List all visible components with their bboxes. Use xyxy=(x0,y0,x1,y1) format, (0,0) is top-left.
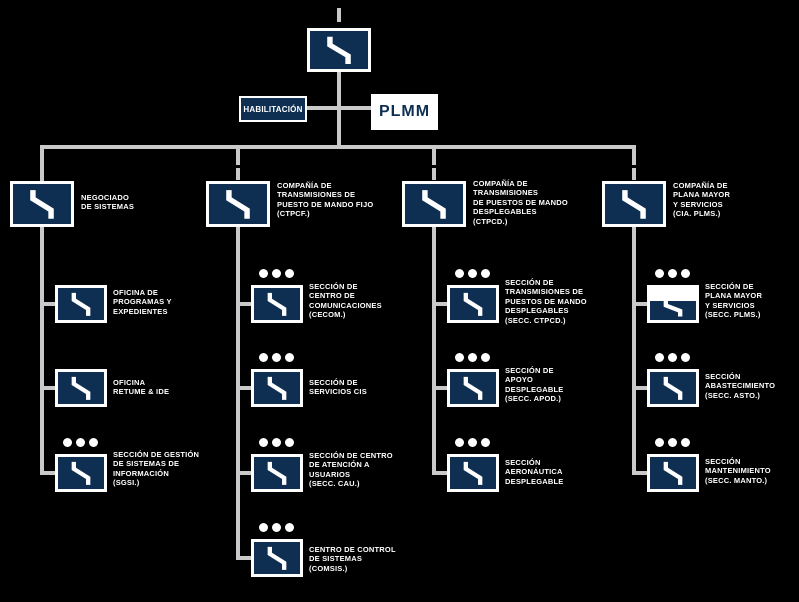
section-dots-icon xyxy=(455,269,490,278)
signal-flash-icon xyxy=(663,300,683,317)
plmm-label: PLMM xyxy=(378,103,431,120)
spine-col2 xyxy=(236,225,240,560)
org-node-secc-manto xyxy=(647,454,699,492)
stub xyxy=(42,471,55,475)
signal-flash-icon xyxy=(463,376,483,400)
stub xyxy=(238,556,251,560)
section-dots-icon xyxy=(655,269,690,278)
child-label: SECCIÓN DE GESTIÓN DE SISTEMAS DE INFORM… xyxy=(113,450,200,488)
spine-col4 xyxy=(632,225,636,475)
child-label: SECCIÓN DE PLANA MAYOR Y SERVICIOS (SECC… xyxy=(705,282,763,320)
child-label: SECCIÓN ABASTECIMIENTO (SECC. ASTO.) xyxy=(705,372,776,400)
org-node-secc-ctpcd xyxy=(447,285,499,323)
org-node-oficina-programas xyxy=(55,285,107,323)
signal-flash-icon xyxy=(71,376,91,400)
section-dots-icon xyxy=(259,438,294,447)
org-node-secc-apod xyxy=(447,369,499,407)
signal-flash-icon xyxy=(463,292,483,316)
section-dots-icon xyxy=(259,523,294,532)
head-label-cia-plms: COMPAÑÍA DE PLANA MAYOR Y SERVICIOS (CIA… xyxy=(673,181,731,219)
org-node-ctpcf xyxy=(206,181,270,227)
signal-flash-icon xyxy=(226,190,250,219)
child-label: SECCIÓN AERONÁUTICA DESPLEGABLE xyxy=(505,458,564,486)
org-node-sgsi xyxy=(55,454,107,492)
section-dots-icon xyxy=(455,438,490,447)
signal-flash-icon xyxy=(71,461,91,485)
connector-drop-col2 xyxy=(236,149,240,165)
org-node-cecom xyxy=(251,285,303,323)
child-label: SECCIÓN MANTENIMIENTO (SECC. MANTO.) xyxy=(705,457,771,485)
head-label-ctpcf: COMPAÑÍA DE TRANSMISIONES DE PUESTO DE M… xyxy=(277,181,374,219)
stub xyxy=(434,471,447,475)
head-label-negociado: NEGOCIADO DE SISTEMAS xyxy=(81,193,135,212)
org-node-cau xyxy=(251,454,303,492)
head-label-ctpcd: COMPAÑÍA DE TRANSMISIONES DE PUESTOS DE … xyxy=(473,179,568,226)
signal-flash-icon xyxy=(422,190,446,219)
connector-main-horizontal xyxy=(40,145,636,149)
org-node-negociado-sistemas xyxy=(10,181,74,227)
signal-flash-icon xyxy=(267,376,287,400)
signal-flash-icon xyxy=(622,190,646,219)
company-size-indicator-icon xyxy=(432,168,436,180)
child-label: SECCIÓN DE TRANSMISIONES DE PUESTOS DE M… xyxy=(505,278,587,325)
org-node-servicios-cis xyxy=(251,369,303,407)
org-node-aeronautica xyxy=(447,454,499,492)
stub xyxy=(634,471,647,475)
child-label: OFICINA RETUME & IDE xyxy=(113,378,170,397)
child-label: SECCIÓN DE SERVICIOS CIS xyxy=(309,378,367,397)
habilitacion-label: HABILITACIÓN xyxy=(243,104,303,114)
section-dots-icon xyxy=(455,353,490,362)
stub xyxy=(238,471,251,475)
connector-hab-plmm xyxy=(305,106,373,110)
section-dots-icon xyxy=(655,353,690,362)
signal-flash-icon xyxy=(463,461,483,485)
org-node-secc-plms xyxy=(647,285,699,323)
section-dots-icon xyxy=(655,438,690,447)
stub xyxy=(634,302,647,306)
white-band xyxy=(650,288,696,301)
stub xyxy=(634,386,647,390)
org-node-cia-plms xyxy=(602,181,666,227)
child-label: OFICINA DE PROGRAMAS Y EXPEDIENTES xyxy=(113,288,172,316)
section-dots-icon xyxy=(259,353,294,362)
stub xyxy=(434,386,447,390)
root-size-indicator-icon xyxy=(337,8,341,22)
signal-flash-icon xyxy=(267,292,287,316)
section-dots-icon xyxy=(63,438,98,447)
stub xyxy=(238,302,251,306)
child-label: CENTRO DE CONTROL DE SISTEMAS (COMSIS.) xyxy=(309,545,396,573)
connector-drop-col1 xyxy=(40,149,44,183)
signal-flash-icon xyxy=(71,292,91,316)
spine-col1 xyxy=(40,225,44,475)
stub xyxy=(238,386,251,390)
stub xyxy=(42,302,55,306)
child-label: SECCIÓN DE APOYO DESPLEGABLE (SECC. APOD… xyxy=(505,366,564,404)
org-node-oficina-retume xyxy=(55,369,107,407)
signal-flash-icon xyxy=(30,190,54,219)
org-node-secc-asto xyxy=(647,369,699,407)
org-node-habilitacion: HABILITACIÓN xyxy=(239,96,307,122)
signal-flash-icon xyxy=(327,36,351,65)
company-size-indicator-icon xyxy=(236,168,240,180)
section-dots-icon xyxy=(259,269,294,278)
org-node-root xyxy=(307,28,371,72)
connector-drop-col4 xyxy=(632,149,636,165)
stub xyxy=(434,302,447,306)
org-node-ctpcd xyxy=(402,181,466,227)
org-node-comsis xyxy=(251,539,303,577)
org-node-plmm: PLMM xyxy=(371,94,438,130)
connector-drop-col3 xyxy=(432,149,436,165)
signal-flash-icon xyxy=(267,546,287,570)
company-size-indicator-icon xyxy=(632,168,636,180)
signal-flash-icon xyxy=(663,376,683,400)
child-label: SECCIÓN DE CENTRO DE ATENCIÓN A USUARIOS… xyxy=(309,451,393,489)
stub xyxy=(42,386,55,390)
child-label: SECCIÓN DE CENTRO DE COMUNICACIONES (CEC… xyxy=(309,282,382,320)
signal-flash-icon xyxy=(663,461,683,485)
signal-flash-icon xyxy=(267,461,287,485)
spine-col3 xyxy=(432,225,436,475)
